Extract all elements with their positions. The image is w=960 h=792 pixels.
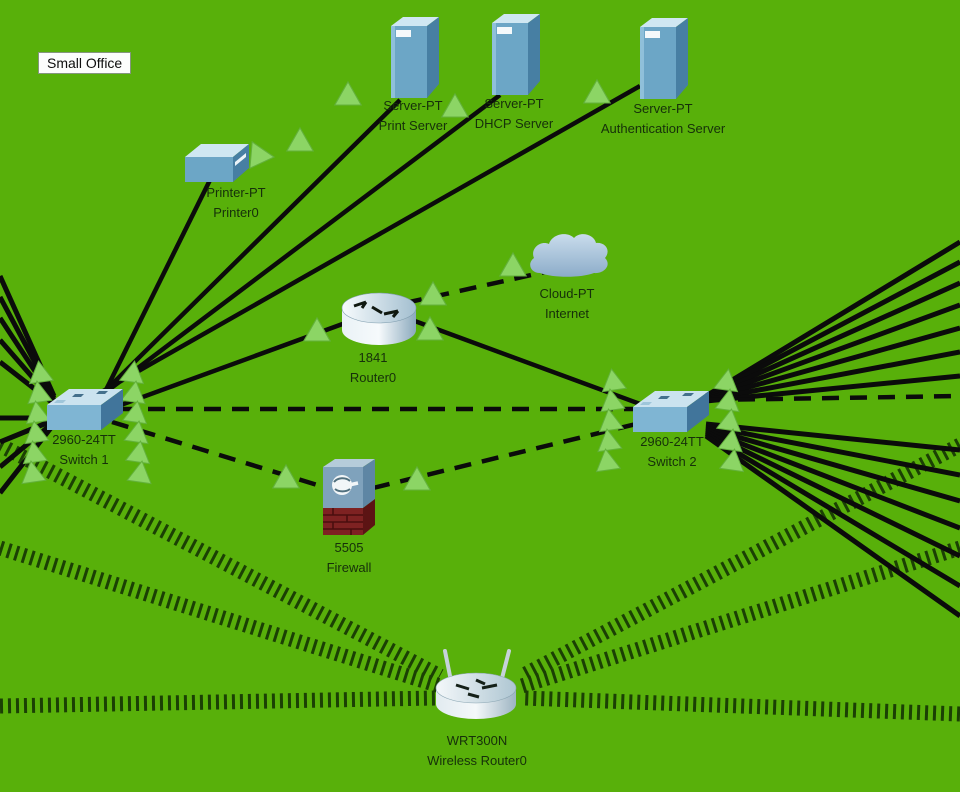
- link-activity-triangle-icon: [28, 360, 55, 385]
- link-activity-triangle-icon: [597, 428, 623, 453]
- link-switch1-auth-server[interactable]: [96, 84, 642, 396]
- internet-cloud-device[interactable]: [525, 228, 609, 289]
- link-switch1-dhcp-server[interactable]: [96, 93, 502, 400]
- link-activity-triangle-icon: [120, 380, 146, 405]
- link-switch2-offscreen-7[interactable]: [705, 373, 960, 404]
- link-activity-triangle-icon: [302, 316, 332, 342]
- link-activity-triangle-icon: [601, 368, 628, 393]
- link-switch2-offscreen-2[interactable]: [704, 259, 960, 399]
- link-switch2-offscreen-9[interactable]: [705, 423, 960, 478]
- link-activity-triangle-icon: [121, 400, 148, 425]
- print-server-device[interactable]: [388, 14, 440, 105]
- link-activity-triangle-icon: [24, 420, 50, 445]
- link-activity-triangle-icon: [333, 80, 363, 106]
- link-activity-triangle-icon: [249, 140, 276, 170]
- link-activity-triangle-icon: [598, 408, 625, 433]
- switch-icon: [47, 389, 123, 430]
- router-icon: [341, 292, 417, 345]
- link-switch2-offscreen-5[interactable]: [705, 325, 960, 402]
- link-switch1-offscreen-7[interactable]: [0, 417, 55, 445]
- link-activity-triangle-icon: [440, 92, 470, 118]
- link-switch1-printer0[interactable]: [97, 175, 215, 403]
- link-activity-triangle-icon: [718, 448, 745, 473]
- link-router0-internet[interactable]: [404, 269, 546, 306]
- switch1-device[interactable]: [45, 385, 125, 442]
- link-activity-triangle-icon: [123, 420, 149, 445]
- dhcp-server-device[interactable]: [489, 11, 541, 102]
- link-activity-triangle-icon: [714, 388, 740, 413]
- link-switch2-offscreen-10[interactable]: [705, 425, 960, 504]
- printer-icon: [185, 144, 249, 182]
- wireless-signal-right-low: [523, 690, 960, 722]
- link-router0-switch2[interactable]: [411, 317, 641, 407]
- link-activity-triangle-icon: [124, 440, 151, 465]
- link-switch2-offscreen-dashed[interactable]: [709, 393, 960, 403]
- link-activity-triangle-icon: [22, 440, 49, 465]
- link-switch2-offscreen-12[interactable]: [704, 429, 960, 559]
- link-activity-triangle-icon: [271, 463, 301, 489]
- link-switch1-print-server[interactable]: [96, 98, 402, 400]
- link-activity-triangle-icon: [25, 400, 52, 425]
- server-icon: [640, 18, 688, 99]
- wireless-signal-left-upper: [0, 438, 444, 683]
- wireless-router-icon: [435, 649, 517, 719]
- link-activity-triangle-icon: [126, 460, 152, 485]
- link-switch2-offscreen-1[interactable]: [704, 239, 960, 399]
- link-switch2-offscreen-3[interactable]: [704, 280, 960, 400]
- link-activity-triangle-icon: [418, 280, 448, 306]
- link-activity-triangle-icon: [582, 78, 612, 104]
- firewall-icon: [323, 459, 375, 535]
- link-activity-triangle-icon: [712, 368, 739, 393]
- link-activity-triangle-icon: [415, 315, 445, 341]
- wireless-router-device[interactable]: [430, 646, 522, 733]
- cloud-icon: [530, 234, 608, 277]
- link-activity-triangle-icon: [27, 380, 53, 405]
- wireless-signal-right-upper: [518, 438, 960, 683]
- link-activity-triangle-icon: [717, 428, 743, 453]
- link-activity-triangle-icon: [498, 251, 528, 277]
- wireless-signal-left-low: [0, 690, 437, 714]
- link-switch2-offscreen-11[interactable]: [705, 427, 960, 531]
- server-icon: [391, 17, 439, 98]
- link-activity-triangle-icon: [715, 408, 742, 433]
- switch2-device[interactable]: [631, 387, 711, 444]
- link-switch1-offscreen-8[interactable]: [0, 420, 56, 469]
- firewall-device[interactable]: [321, 455, 377, 544]
- printer-device[interactable]: [183, 141, 251, 190]
- link-switch2-offscreen-14[interactable]: [704, 433, 960, 619]
- link-activity-triangle-icon: [21, 460, 47, 485]
- link-firewall-switch2[interactable]: [372, 421, 637, 491]
- link-activity-triangle-icon: [595, 448, 622, 473]
- server-icon: [492, 14, 540, 95]
- router-device[interactable]: [340, 290, 418, 355]
- link-switch1-firewall[interactable]: [111, 419, 328, 491]
- link-activity-triangle-icon: [600, 388, 626, 413]
- link-activity-triangle-icon: [118, 360, 145, 385]
- link-switch1-offscreen-3[interactable]: [0, 316, 57, 402]
- link-switch2-offscreen-13[interactable]: [704, 431, 960, 589]
- link-switch2-offscreen-8[interactable]: [705, 421, 960, 453]
- link-activity-triangle-icon: [402, 465, 432, 491]
- link-switch2-offscreen-6[interactable]: [705, 349, 960, 403]
- authentication-server-device[interactable]: [637, 15, 689, 106]
- topology-title-note[interactable]: Small Office: [38, 52, 132, 74]
- link-activity-triangle-icon: [285, 126, 315, 152]
- wireless-signal-left-mid: [0, 540, 443, 694]
- switch-icon: [633, 391, 709, 432]
- link-switch2-offscreen-4[interactable]: [705, 302, 960, 401]
- topology-title-text: Small Office: [47, 55, 123, 71]
